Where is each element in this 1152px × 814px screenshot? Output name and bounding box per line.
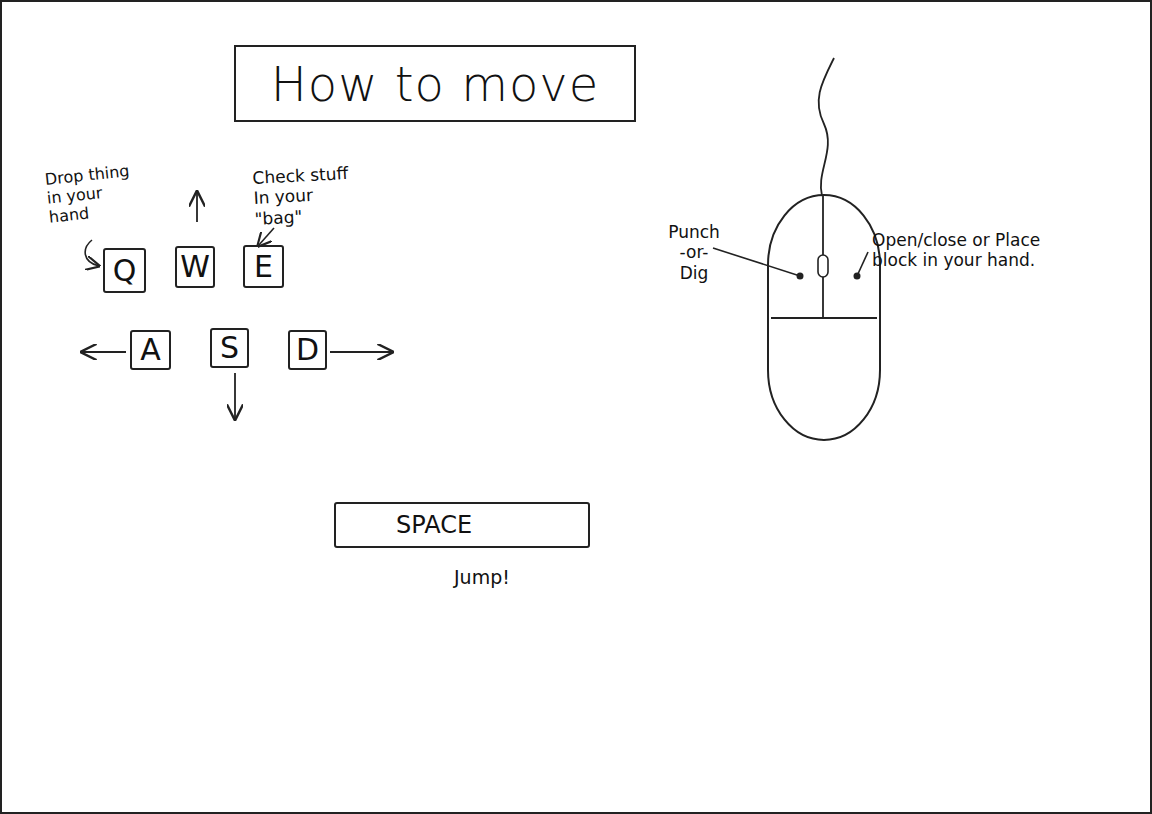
key-box: A xyxy=(130,330,171,370)
key-label: Q xyxy=(113,256,137,286)
key-box: SPACE xyxy=(334,502,590,548)
key-box: D xyxy=(288,330,327,370)
key-label: D xyxy=(296,335,319,365)
note-text: Open/close or Place block in your hand. xyxy=(872,230,1082,271)
scroll-wheel xyxy=(818,255,828,277)
title-text: How to move xyxy=(271,56,599,112)
title-box: How to move xyxy=(234,45,636,122)
key-box: W xyxy=(175,246,215,288)
key-box: S xyxy=(210,328,249,368)
mouse-body xyxy=(768,195,880,440)
right-arrow xyxy=(330,351,392,353)
mouse-divider xyxy=(771,317,877,319)
key-box: E xyxy=(243,245,284,288)
note-text: Check stuff In your "bag" xyxy=(252,162,365,229)
mouse-cord xyxy=(819,58,834,196)
note-text: Jump! xyxy=(454,566,554,589)
down-arrow xyxy=(234,373,236,419)
leader-line xyxy=(713,248,800,276)
up-arrow xyxy=(196,192,198,222)
key-box: Q xyxy=(103,248,146,293)
leader-line xyxy=(857,252,868,276)
note-text: Drop thing in your hand xyxy=(44,160,149,228)
leader-arrow xyxy=(85,240,99,266)
key-label: S xyxy=(220,333,239,363)
key-label: SPACE xyxy=(396,513,472,537)
key-label: W xyxy=(180,252,210,282)
left-arrow xyxy=(82,351,126,353)
leader-arrow xyxy=(258,228,274,246)
key-label: A xyxy=(140,335,161,365)
key-label: E xyxy=(254,252,273,282)
note-text: Punch -or- Dig xyxy=(664,222,724,283)
